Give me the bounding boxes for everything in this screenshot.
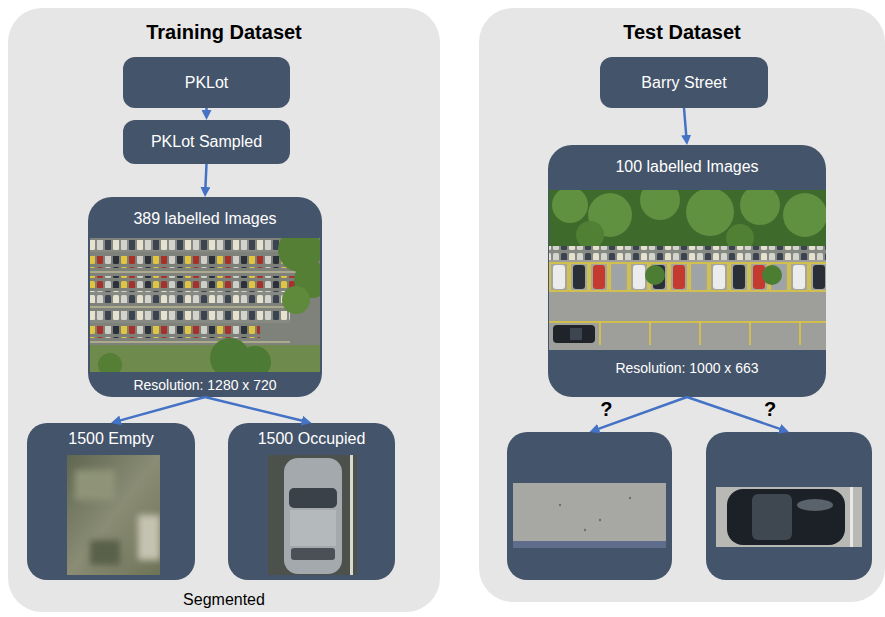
text-holder: Training Dataset (8, 20, 440, 44)
panel-note: Segmented (183, 590, 265, 609)
image-box: 100 labelled ImagesResolution: 1000 x 66… (548, 145, 826, 397)
text-holder: PKLot (123, 73, 290, 92)
text-holder: 1500 Occupied (228, 429, 395, 448)
thumbnail-box: 1500 Occupied (228, 423, 395, 580)
process-box: PKLot (123, 57, 290, 108)
text-holder: 100 labelled Images (548, 157, 826, 176)
text-holder: 1500 Empty (27, 429, 195, 448)
resolution-note: Resolution: 1000 x 663 (615, 360, 758, 377)
panel-title: Test Dataset (623, 20, 740, 44)
box-label: PKLot Sampled (151, 132, 262, 151)
edge-label: ? (600, 397, 612, 421)
box-label: PKLot (185, 73, 229, 92)
text-holder: Segmented (8, 590, 440, 609)
thumbnail-box (507, 432, 672, 580)
thumbnail-box: 1500 Empty (27, 423, 195, 580)
resolution-note: Resolution: 1280 x 720 (133, 377, 276, 394)
panel-title: Training Dataset (146, 20, 302, 44)
text-holder: PKLot Sampled (123, 132, 290, 151)
process-box: Barry Street (600, 57, 768, 108)
thumbnail-box (706, 432, 872, 580)
box-label: Barry Street (641, 73, 726, 92)
process-box: PKLot Sampled (123, 120, 290, 164)
box-label: 1500 Empty (68, 429, 153, 448)
text-holder: Barry Street (600, 73, 768, 92)
dataset-panel: Training DatasetSegmented PKLotPKLot Samp… (8, 8, 440, 612)
dataset-panel: Test DatasetBarry Street 100 labelled Ima… (479, 8, 885, 602)
image-box: 389 labelled ImagesResolution: 1280 x 72… (88, 197, 322, 397)
box-label: 100 labelled Images (615, 157, 758, 176)
box-label: 389 labelled Images (133, 209, 276, 228)
text-holder: Resolution: 1280 x 720 (88, 376, 322, 394)
text-holder: ? (600, 397, 612, 421)
text-holder: Test Dataset (479, 20, 885, 44)
edge-label: ? (764, 397, 776, 421)
text-holder: 389 labelled Images (88, 209, 322, 228)
box-label: 1500 Occupied (258, 429, 366, 448)
text-holder: ? (764, 397, 776, 421)
text-holder: Resolution: 1000 x 663 (548, 359, 826, 377)
